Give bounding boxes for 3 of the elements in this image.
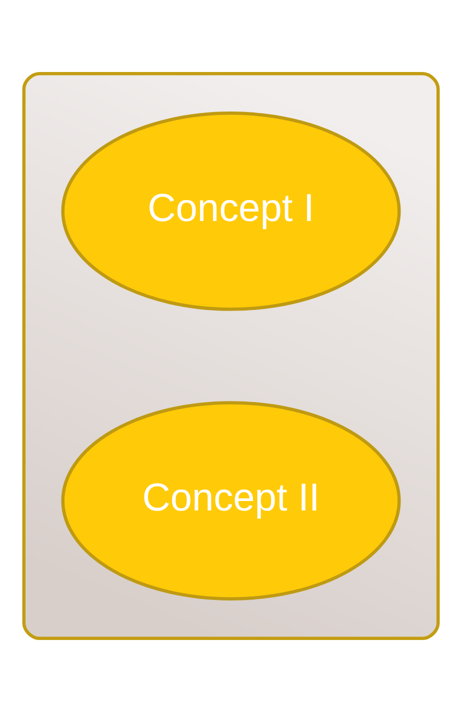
cluster bbox=[22, 71, 440, 640]
node-ellipse: Concept II bbox=[61, 400, 401, 600]
node-ellipse: Concept I bbox=[61, 111, 401, 310]
